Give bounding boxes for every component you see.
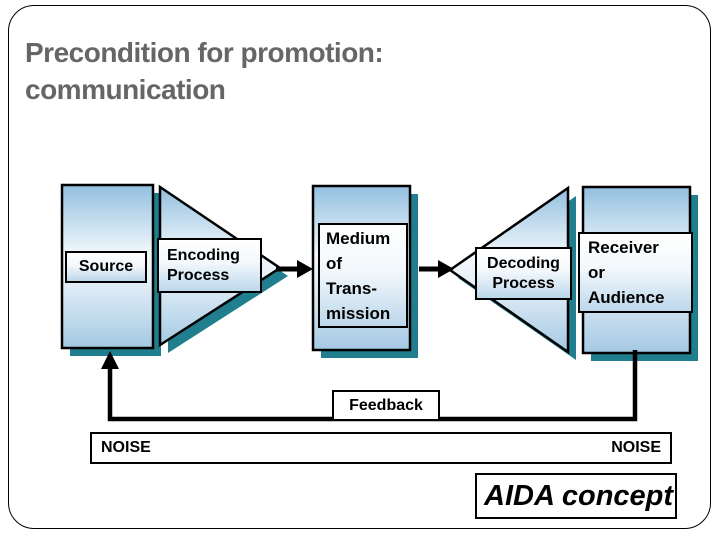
source-label: Source	[78, 258, 134, 275]
feedback-arrow-up-icon	[101, 351, 119, 369]
medium-label: Medium of Trans- mission	[326, 228, 391, 323]
title-line-2: communication	[25, 74, 226, 105]
slide-rounded-border	[8, 5, 711, 529]
noise-right-label: NOISE	[611, 439, 661, 456]
flow-arrows	[276, 260, 454, 278]
decoding-label-box: Decoding Process	[475, 247, 572, 300]
title-line-1: Precondition for promotion:	[25, 37, 384, 68]
receiver-label-box: Receiver or Audience	[578, 232, 693, 313]
source-label-box: Source	[65, 251, 147, 283]
feedback-label-box: Feedback	[332, 390, 440, 421]
feedback-label: Feedback	[349, 396, 423, 414]
arrow-medium-to-decoding-head-icon	[438, 260, 454, 278]
page-title: Precondition for promotion: communicatio…	[25, 34, 384, 108]
encoding-label-box: Encoding Process	[157, 238, 262, 293]
encoding-label: Encoding Process	[167, 246, 240, 284]
decoding-label: Decoding Process	[487, 254, 560, 292]
noise-left-label: NOISE	[101, 439, 151, 456]
noise-bar: NOISE NOISE	[90, 432, 672, 464]
aida-concept-label: AIDA concept	[484, 479, 674, 512]
arrow-encoding-to-medium-head-icon	[297, 260, 313, 278]
medium-label-box: Medium of Trans- mission	[318, 223, 408, 328]
aida-concept-box: AIDA concept	[475, 473, 677, 519]
receiver-label: Receiver or Audience	[588, 238, 665, 307]
